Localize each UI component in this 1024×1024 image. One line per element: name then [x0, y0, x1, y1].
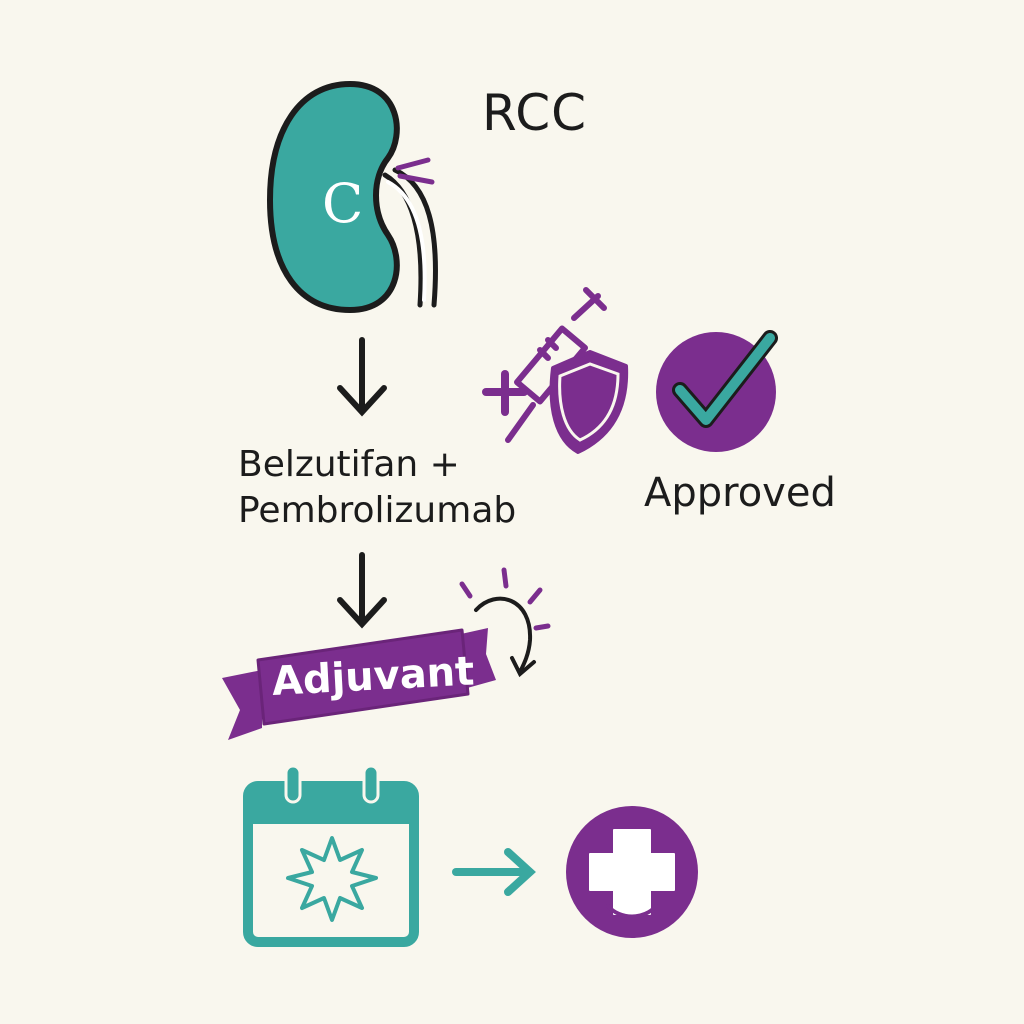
medical-cross-icon	[566, 806, 698, 938]
arrow-down-icon	[337, 552, 387, 629]
kidney-letter: C	[322, 172, 363, 235]
sparkle-arrow-icon	[474, 596, 536, 678]
ribbon-banner-icon	[222, 628, 496, 740]
plus-icon	[482, 370, 528, 416]
sparkle-rays	[459, 567, 551, 631]
kidney-icon: C	[267, 81, 438, 313]
checkmark-circle-icon	[656, 330, 778, 452]
syringe-icon	[505, 287, 607, 443]
therapy-label-line2: Pembrolizumab	[238, 490, 517, 531]
therapy-label-line1: Belzutifan +	[238, 444, 460, 485]
arrow-down-icon	[337, 337, 387, 417]
calendar-icon	[243, 764, 419, 947]
arrow-right-icon	[452, 848, 536, 896]
approved-label: Approved	[644, 470, 836, 516]
starburst-icon	[286, 836, 378, 922]
shield-icon	[549, 350, 629, 454]
disease-label: RCC	[482, 84, 588, 142]
